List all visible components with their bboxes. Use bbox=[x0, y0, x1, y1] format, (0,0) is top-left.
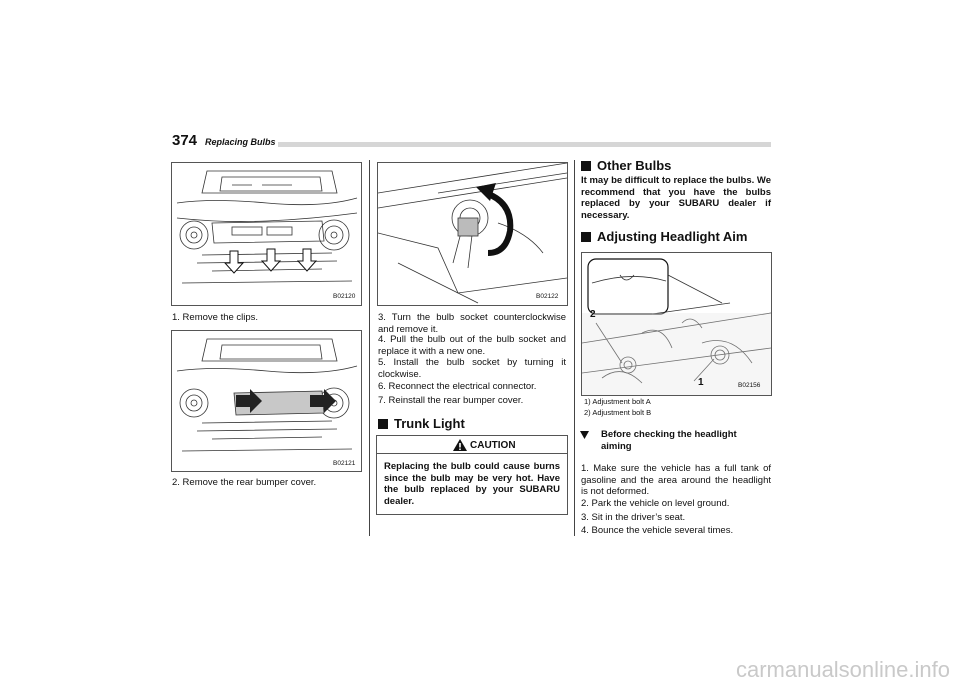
column-divider-left bbox=[369, 160, 370, 536]
watermark-link[interactable]: carmanualsonline.info bbox=[735, 657, 950, 682]
step-park-level: 2. Park the vehicle on level ground. bbox=[581, 498, 730, 509]
page-number: 374 bbox=[172, 132, 198, 149]
step-full-tank: 1. Make sure the vehicle has a full tank… bbox=[581, 463, 771, 497]
heading-square-icon bbox=[581, 232, 591, 242]
figure-code: B02156 bbox=[738, 382, 761, 389]
step-sit-driver-seat: 3. Sit in the driver’s seat. bbox=[581, 512, 686, 523]
heading-trunk-light: Trunk Light bbox=[378, 416, 465, 431]
bumper-cover-illustration bbox=[176, 338, 358, 452]
figure-remove-clips: B02120 bbox=[171, 162, 362, 306]
caution-label: CAUTION bbox=[470, 440, 516, 451]
heading-square-icon bbox=[581, 161, 591, 171]
step-replace-bulb: 4. Pull the bulb out of the bulb socket … bbox=[378, 334, 566, 357]
figure-remove-bumper-cover: B02121 bbox=[171, 330, 362, 472]
figure-bulb-socket: B02122 bbox=[377, 162, 568, 306]
heading-adjusting-aim: Adjusting Headlight Aim bbox=[581, 229, 747, 244]
step-reinstall-cover: 7. Reinstall the rear bumper cover. bbox=[378, 395, 524, 406]
subheading-text: Before checking the headlight aiming bbox=[601, 429, 737, 452]
figure-code: B02122 bbox=[536, 293, 559, 300]
step-turn-socket: 3. Turn the bulb socket counterclockwise… bbox=[378, 312, 566, 335]
heading-text: Other Bulbs bbox=[597, 158, 672, 173]
step-remove-bumper-cover: 2. Remove the rear bumper cover. bbox=[172, 477, 317, 488]
subheading-before-checking: Before checking the headlight aiming bbox=[580, 429, 780, 452]
callout-2: 2 bbox=[590, 309, 596, 320]
footer: carmanualsonline.info bbox=[0, 657, 960, 682]
warning-triangle-icon bbox=[453, 439, 467, 451]
caution-box: CAUTION Replacing the bulb could cause b… bbox=[376, 435, 568, 515]
figure-code: B02121 bbox=[333, 460, 356, 467]
legend-item-2: 2) Adjustment bolt B bbox=[584, 408, 652, 417]
step-install-socket: 5. Install the bulb socket by turning it… bbox=[378, 357, 566, 380]
caution-text: Replacing the bulb could cause burns sin… bbox=[384, 461, 560, 507]
step-reconnect: 6. Reconnect the electrical connector. bbox=[378, 381, 537, 392]
heading-square-icon bbox=[378, 419, 388, 429]
figure-headlight-aim: 2 1 B02156 bbox=[581, 252, 772, 396]
heading-other-bulbs: Other Bulbs bbox=[581, 158, 671, 173]
caution-header: CAUTION bbox=[377, 436, 567, 454]
legend-item-1: 1) Adjustment bolt A bbox=[584, 397, 651, 406]
other-bulbs-text: It may be difficult to replace the bulbs… bbox=[581, 175, 771, 221]
callout-1: 1 bbox=[698, 377, 704, 388]
section-title: Replacing Bulbs bbox=[205, 137, 276, 147]
column-divider-right bbox=[574, 160, 575, 536]
heading-text: Trunk Light bbox=[394, 416, 465, 431]
headlight-adjustment-illustration bbox=[582, 258, 771, 395]
header-rule bbox=[278, 142, 771, 147]
bumper-clips-illustration bbox=[176, 170, 358, 284]
figure-code: B02120 bbox=[333, 293, 356, 300]
bulb-socket-illustration bbox=[378, 163, 567, 304]
page-header: 374 Replacing Bulbs bbox=[172, 132, 772, 150]
heading-text: Adjusting Headlight Aim bbox=[597, 229, 748, 244]
step-remove-clips: 1. Remove the clips. bbox=[172, 312, 259, 323]
triangle-bullet-icon bbox=[580, 431, 589, 439]
step-bounce-vehicle: 4. Bounce the vehicle several times. bbox=[581, 525, 734, 536]
